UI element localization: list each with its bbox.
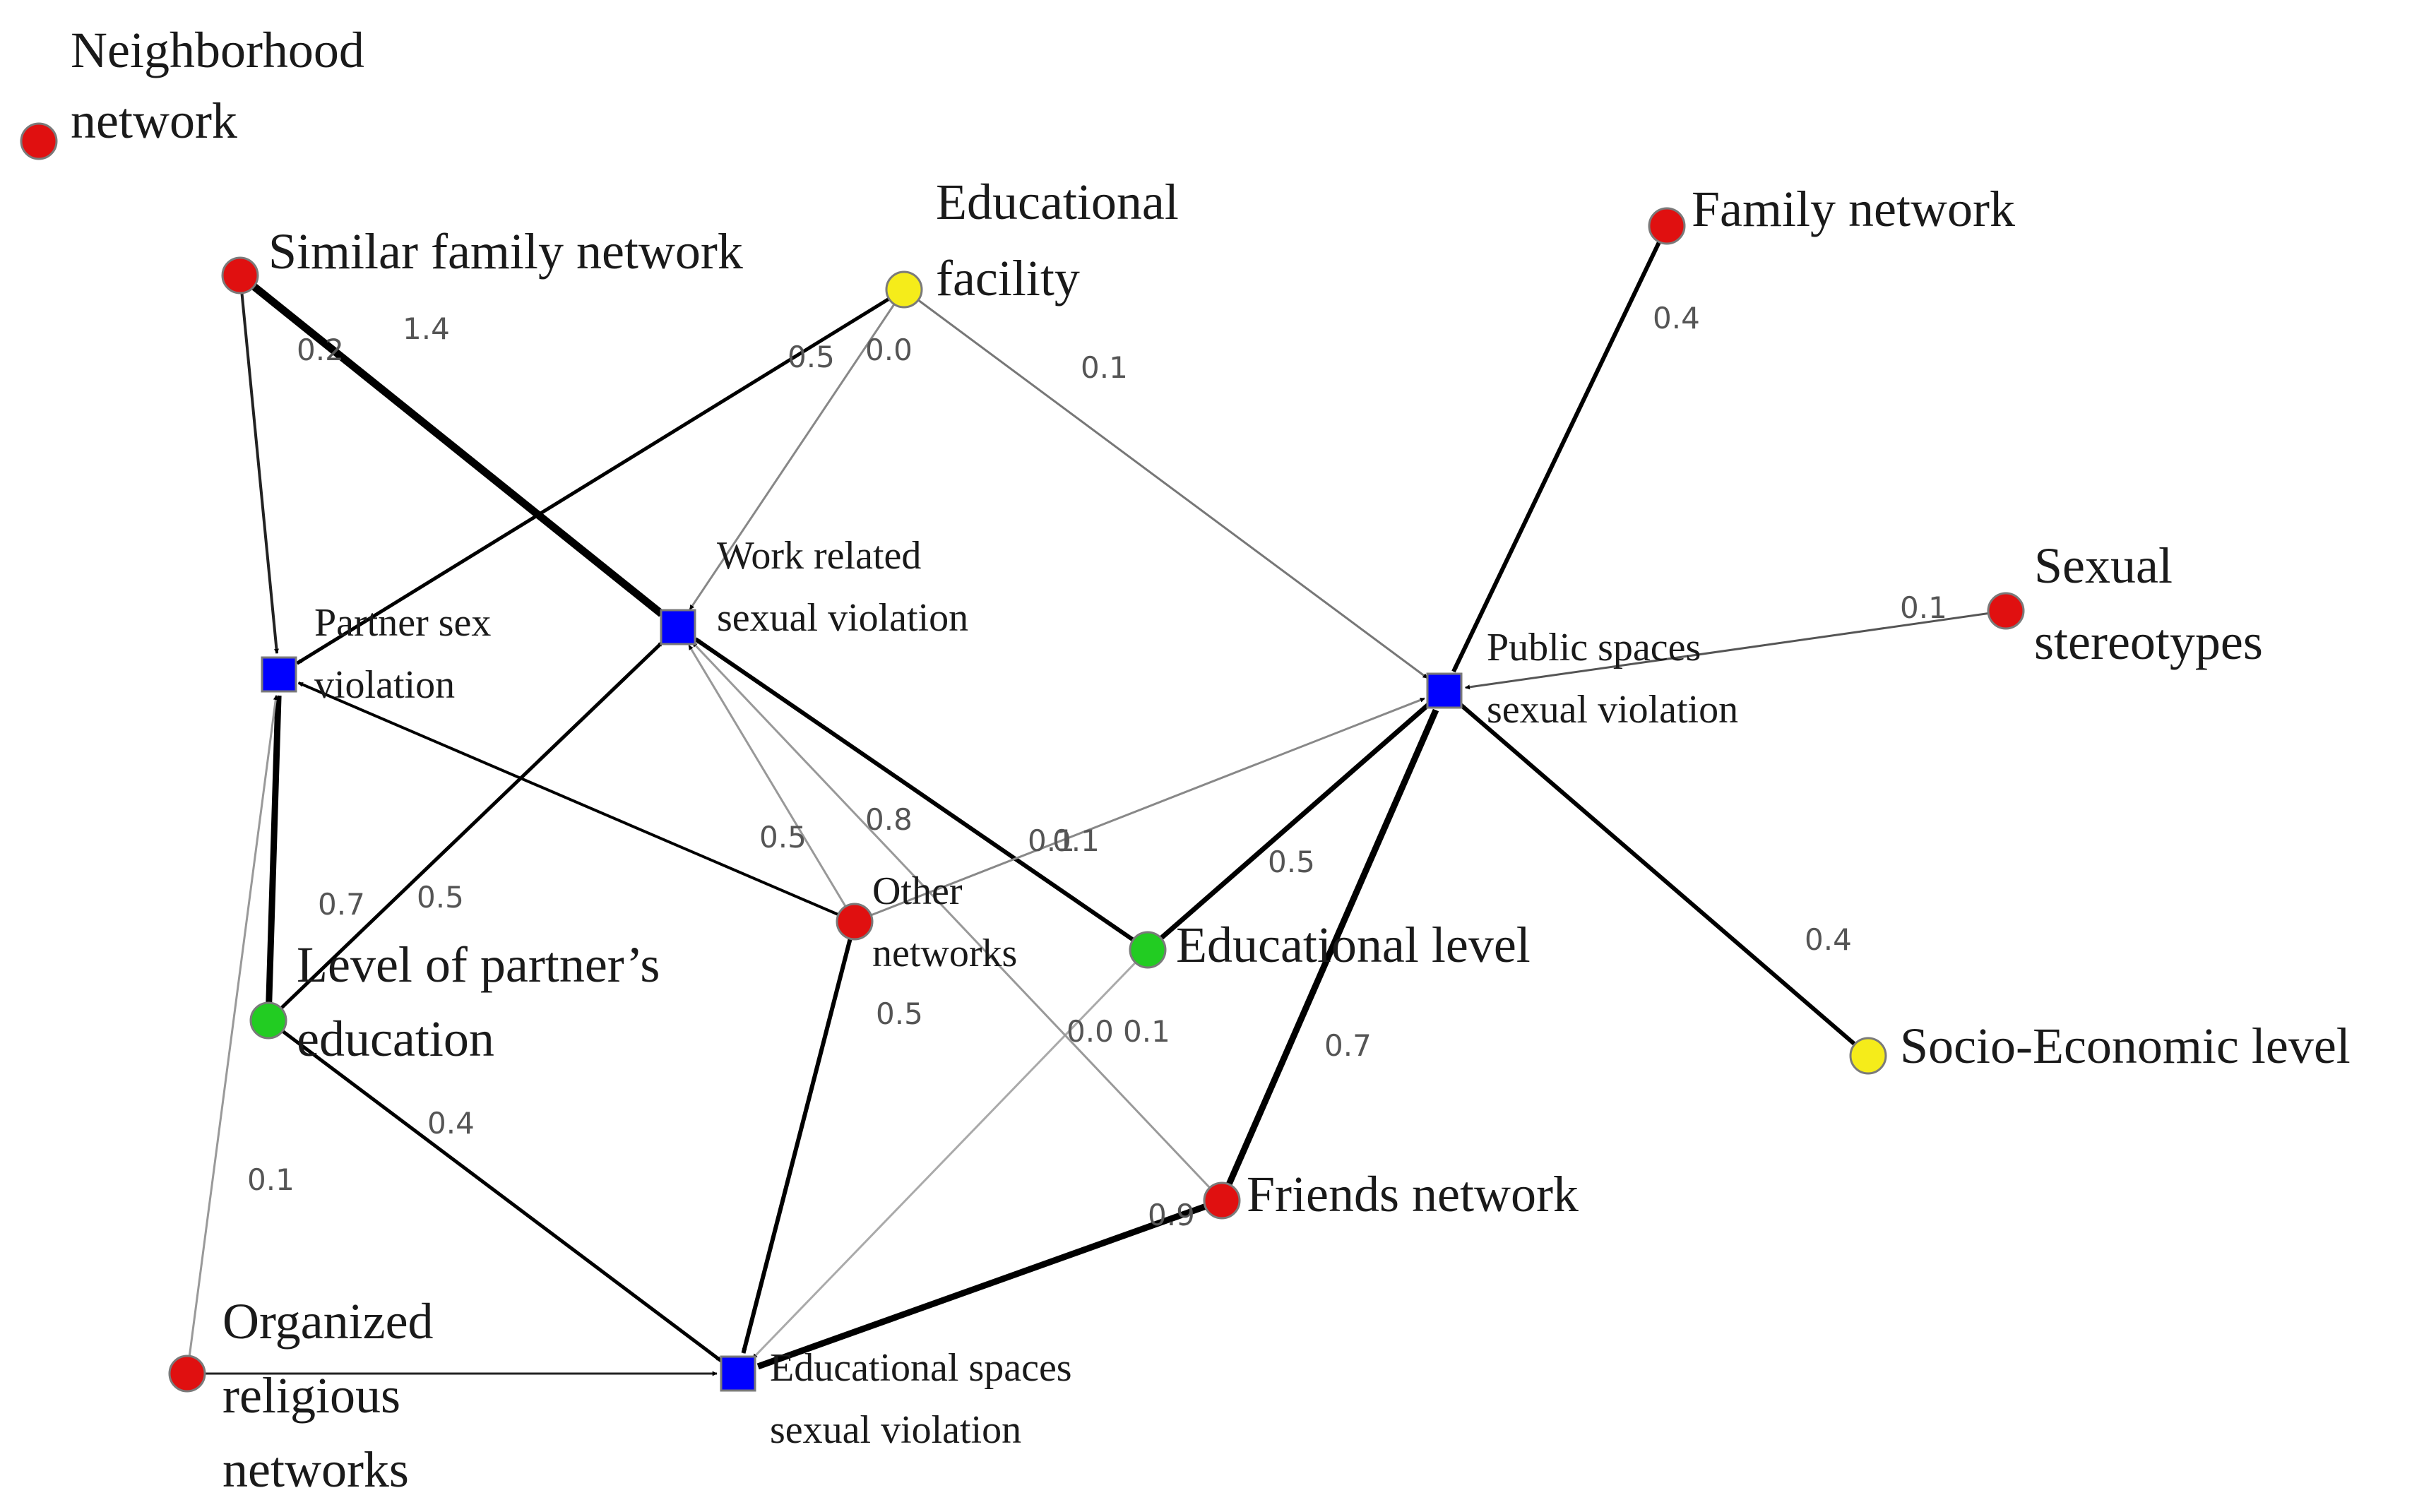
node-educational-level xyxy=(1129,931,1167,969)
edge-educational-facility-to-partner-sex xyxy=(296,287,905,665)
edge-weight-label: 1.4 xyxy=(403,311,450,346)
edge-organized-religious-to-partner-sex xyxy=(186,695,278,1374)
edges-layer xyxy=(186,225,2007,1376)
node-label-other-networks: networks xyxy=(872,931,1017,975)
edge-weight-label: 0.1 xyxy=(1123,1014,1170,1049)
edge-similar-family-to-partner-sex xyxy=(239,275,279,654)
node-label-partner-sex: Partner sex xyxy=(314,601,491,645)
edge-socio-economic-to-public-spaces xyxy=(1458,703,1870,1058)
edge-partner-education-to-educational-spaces xyxy=(267,1019,723,1362)
edge-friends-to-educational-spaces xyxy=(756,1197,1223,1370)
node-organized-religious xyxy=(168,1355,206,1393)
node-label-educational-facility: facility xyxy=(936,250,1080,306)
edge-weight-label: 0.5 xyxy=(876,996,923,1031)
edge-educational-facility-to-work-related xyxy=(689,289,905,610)
node-label-work-related: Work related xyxy=(717,534,921,578)
edge-weight-label: 0.7 xyxy=(318,887,365,922)
edge-weight-label: 0.4 xyxy=(1653,301,1700,335)
edge-educational-level-to-educational-spaces xyxy=(751,948,1149,1359)
edge-other-networks-to-work-related xyxy=(688,644,856,922)
node-label-public-spaces: sexual violation xyxy=(1487,688,1738,732)
node-label-work-related: sexual violation xyxy=(717,596,968,640)
edge-weight-label: 0.1 xyxy=(1900,590,1947,625)
node-label-sexual-stereotypes: Sexual xyxy=(2034,537,2173,594)
edge-partner-education-to-partner-sex xyxy=(265,695,282,1021)
node-label-organized-religious: networks xyxy=(222,1441,409,1498)
edge-weight-label: 0.8 xyxy=(865,802,913,837)
node-work-related xyxy=(660,609,696,645)
edge-weight-label: 0.5 xyxy=(1268,845,1315,879)
edge-weight-label: 0.4 xyxy=(427,1106,475,1141)
edge-weight-label: 0.1 xyxy=(1081,350,1128,385)
node-other-networks xyxy=(836,903,874,941)
edge-weight-label: 0.5 xyxy=(759,820,807,855)
edge-weight-label: 0.1 xyxy=(1052,823,1100,858)
node-similar-family xyxy=(221,256,259,294)
node-label-other-networks: Other xyxy=(872,869,963,913)
edge-other-networks-to-public-spaces xyxy=(854,697,1425,923)
node-label-educational-facility: Educational xyxy=(936,174,1179,230)
node-educational-facility xyxy=(885,270,923,309)
nodes-layer xyxy=(20,122,2025,1393)
node-label-public-spaces: Public spaces xyxy=(1487,626,1701,669)
edge-weight-label: 0.5 xyxy=(788,340,835,374)
edge-partner-education-to-work-related xyxy=(267,640,665,1022)
edge-other-networks-to-educational-spaces xyxy=(741,921,857,1354)
node-partner-sex xyxy=(261,656,297,693)
edge-friends-to-public-spaces xyxy=(1218,708,1439,1202)
node-label-friends: Friends network xyxy=(1247,1166,1579,1222)
edge-weight-label: 0.7 xyxy=(1324,1028,1372,1063)
edge-weight-label: 0.2 xyxy=(297,333,344,367)
edge-weight-label: 0.0 xyxy=(865,333,913,367)
node-label-neighborhood: network xyxy=(71,93,237,149)
node-label-similar-family: Similar family network xyxy=(268,223,743,280)
edge-educational-level-to-work-related xyxy=(694,637,1149,952)
node-public-spaces xyxy=(1426,672,1463,709)
node-socio-economic xyxy=(1849,1037,1887,1075)
edge-other-networks-to-partner-sex xyxy=(297,681,855,923)
node-label-family: Family network xyxy=(1692,181,2015,237)
labels-layer: 1.4 0.2 0.5 0.0 0.1 0.4 0.1 0.7 0.5 0.4 0.1 0.5 0.8 0… xyxy=(71,22,2351,1498)
edge-similar-family-to-work-related xyxy=(237,272,665,617)
node-partner-education xyxy=(249,1001,287,1040)
edge-educational-level-to-public-spaces xyxy=(1146,703,1430,952)
node-neighborhood xyxy=(20,122,58,160)
node-label-educational-spaces: Educational spaces xyxy=(770,1346,1072,1390)
node-label-educational-spaces: sexual violation xyxy=(770,1408,1021,1452)
edge-friends-to-work-related xyxy=(691,641,1223,1202)
node-label-partner-education: education xyxy=(297,1011,494,1067)
edge-educational-facility-to-public-spaces xyxy=(903,288,1428,679)
node-family xyxy=(1648,207,1686,245)
node-label-sexual-stereotypes: stereotypes xyxy=(2034,614,2263,670)
node-sexual-stereotypes xyxy=(1987,592,2025,630)
node-label-organized-religious: religious xyxy=(222,1367,400,1424)
node-educational-spaces xyxy=(720,1355,756,1392)
node-label-partner-sex: violation xyxy=(314,663,455,707)
edge-weight-label: 0.4 xyxy=(1805,922,1852,957)
edge-weight-label: 0.0 xyxy=(1067,1014,1114,1049)
node-label-socio-economic: Socio-Economic level xyxy=(1900,1018,2351,1074)
node-friends xyxy=(1203,1181,1241,1220)
node-label-educational-level: Educational level xyxy=(1176,917,1531,973)
edge-weight-label: 0.1 xyxy=(1028,823,1075,858)
edge-weight-label: 0.5 xyxy=(417,880,464,915)
node-label-neighborhood: Neighborhood xyxy=(71,22,364,78)
node-label-partner-education: Level of partner’s xyxy=(297,936,660,993)
edge-weight-label: 0.1 xyxy=(247,1162,295,1197)
edge-sexual-stereotypes-to-public-spaces xyxy=(1465,609,2007,690)
edge-weight-label: 0.9 xyxy=(1148,1198,1195,1232)
node-label-organized-religious: Organized xyxy=(222,1293,434,1350)
edge-family-to-public-spaces xyxy=(1451,225,1669,673)
